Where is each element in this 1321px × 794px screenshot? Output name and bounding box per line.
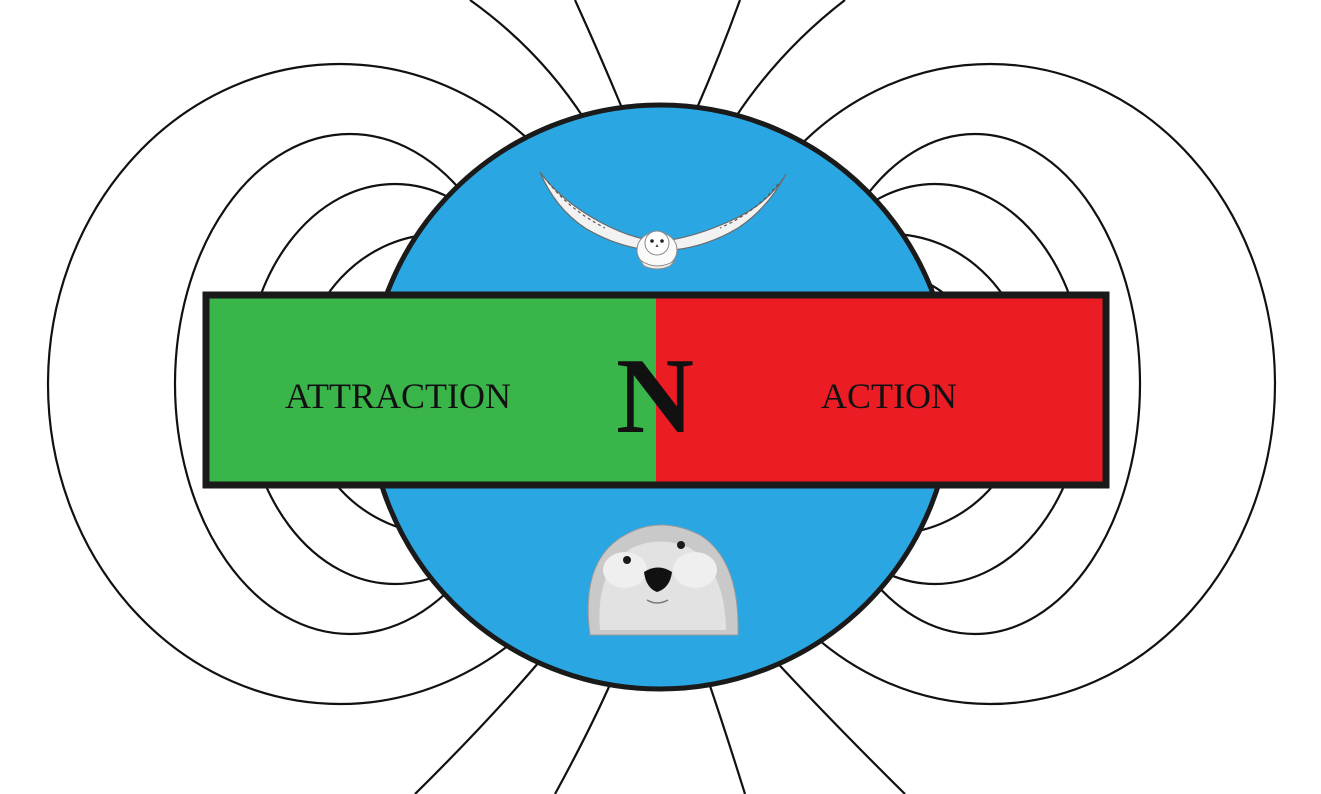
magnet-right-half [656,295,1106,485]
bar-magnet: ATTRACTION N ACTION [202,291,1110,489]
field-line-top-4 [734,0,846,119]
sea-otter-icon [587,524,739,636]
field-line-top-1 [469,0,586,121]
field-line-bottom-3 [706,679,747,794]
snowy-owl-icon [539,171,787,270]
magnet-outline [202,291,1110,489]
field-line-bottom-4 [769,654,906,794]
magnet-left-half [206,295,658,485]
field-line-bottom-1 [414,654,546,794]
field-line-top-3 [695,0,742,109]
field-line-bottom-2 [554,679,614,794]
north-pole-letter: N [616,337,694,456]
attraction-label: ATTRACTION [285,376,511,416]
field-line-top-2 [573,0,624,109]
action-label: ACTION [821,376,957,416]
